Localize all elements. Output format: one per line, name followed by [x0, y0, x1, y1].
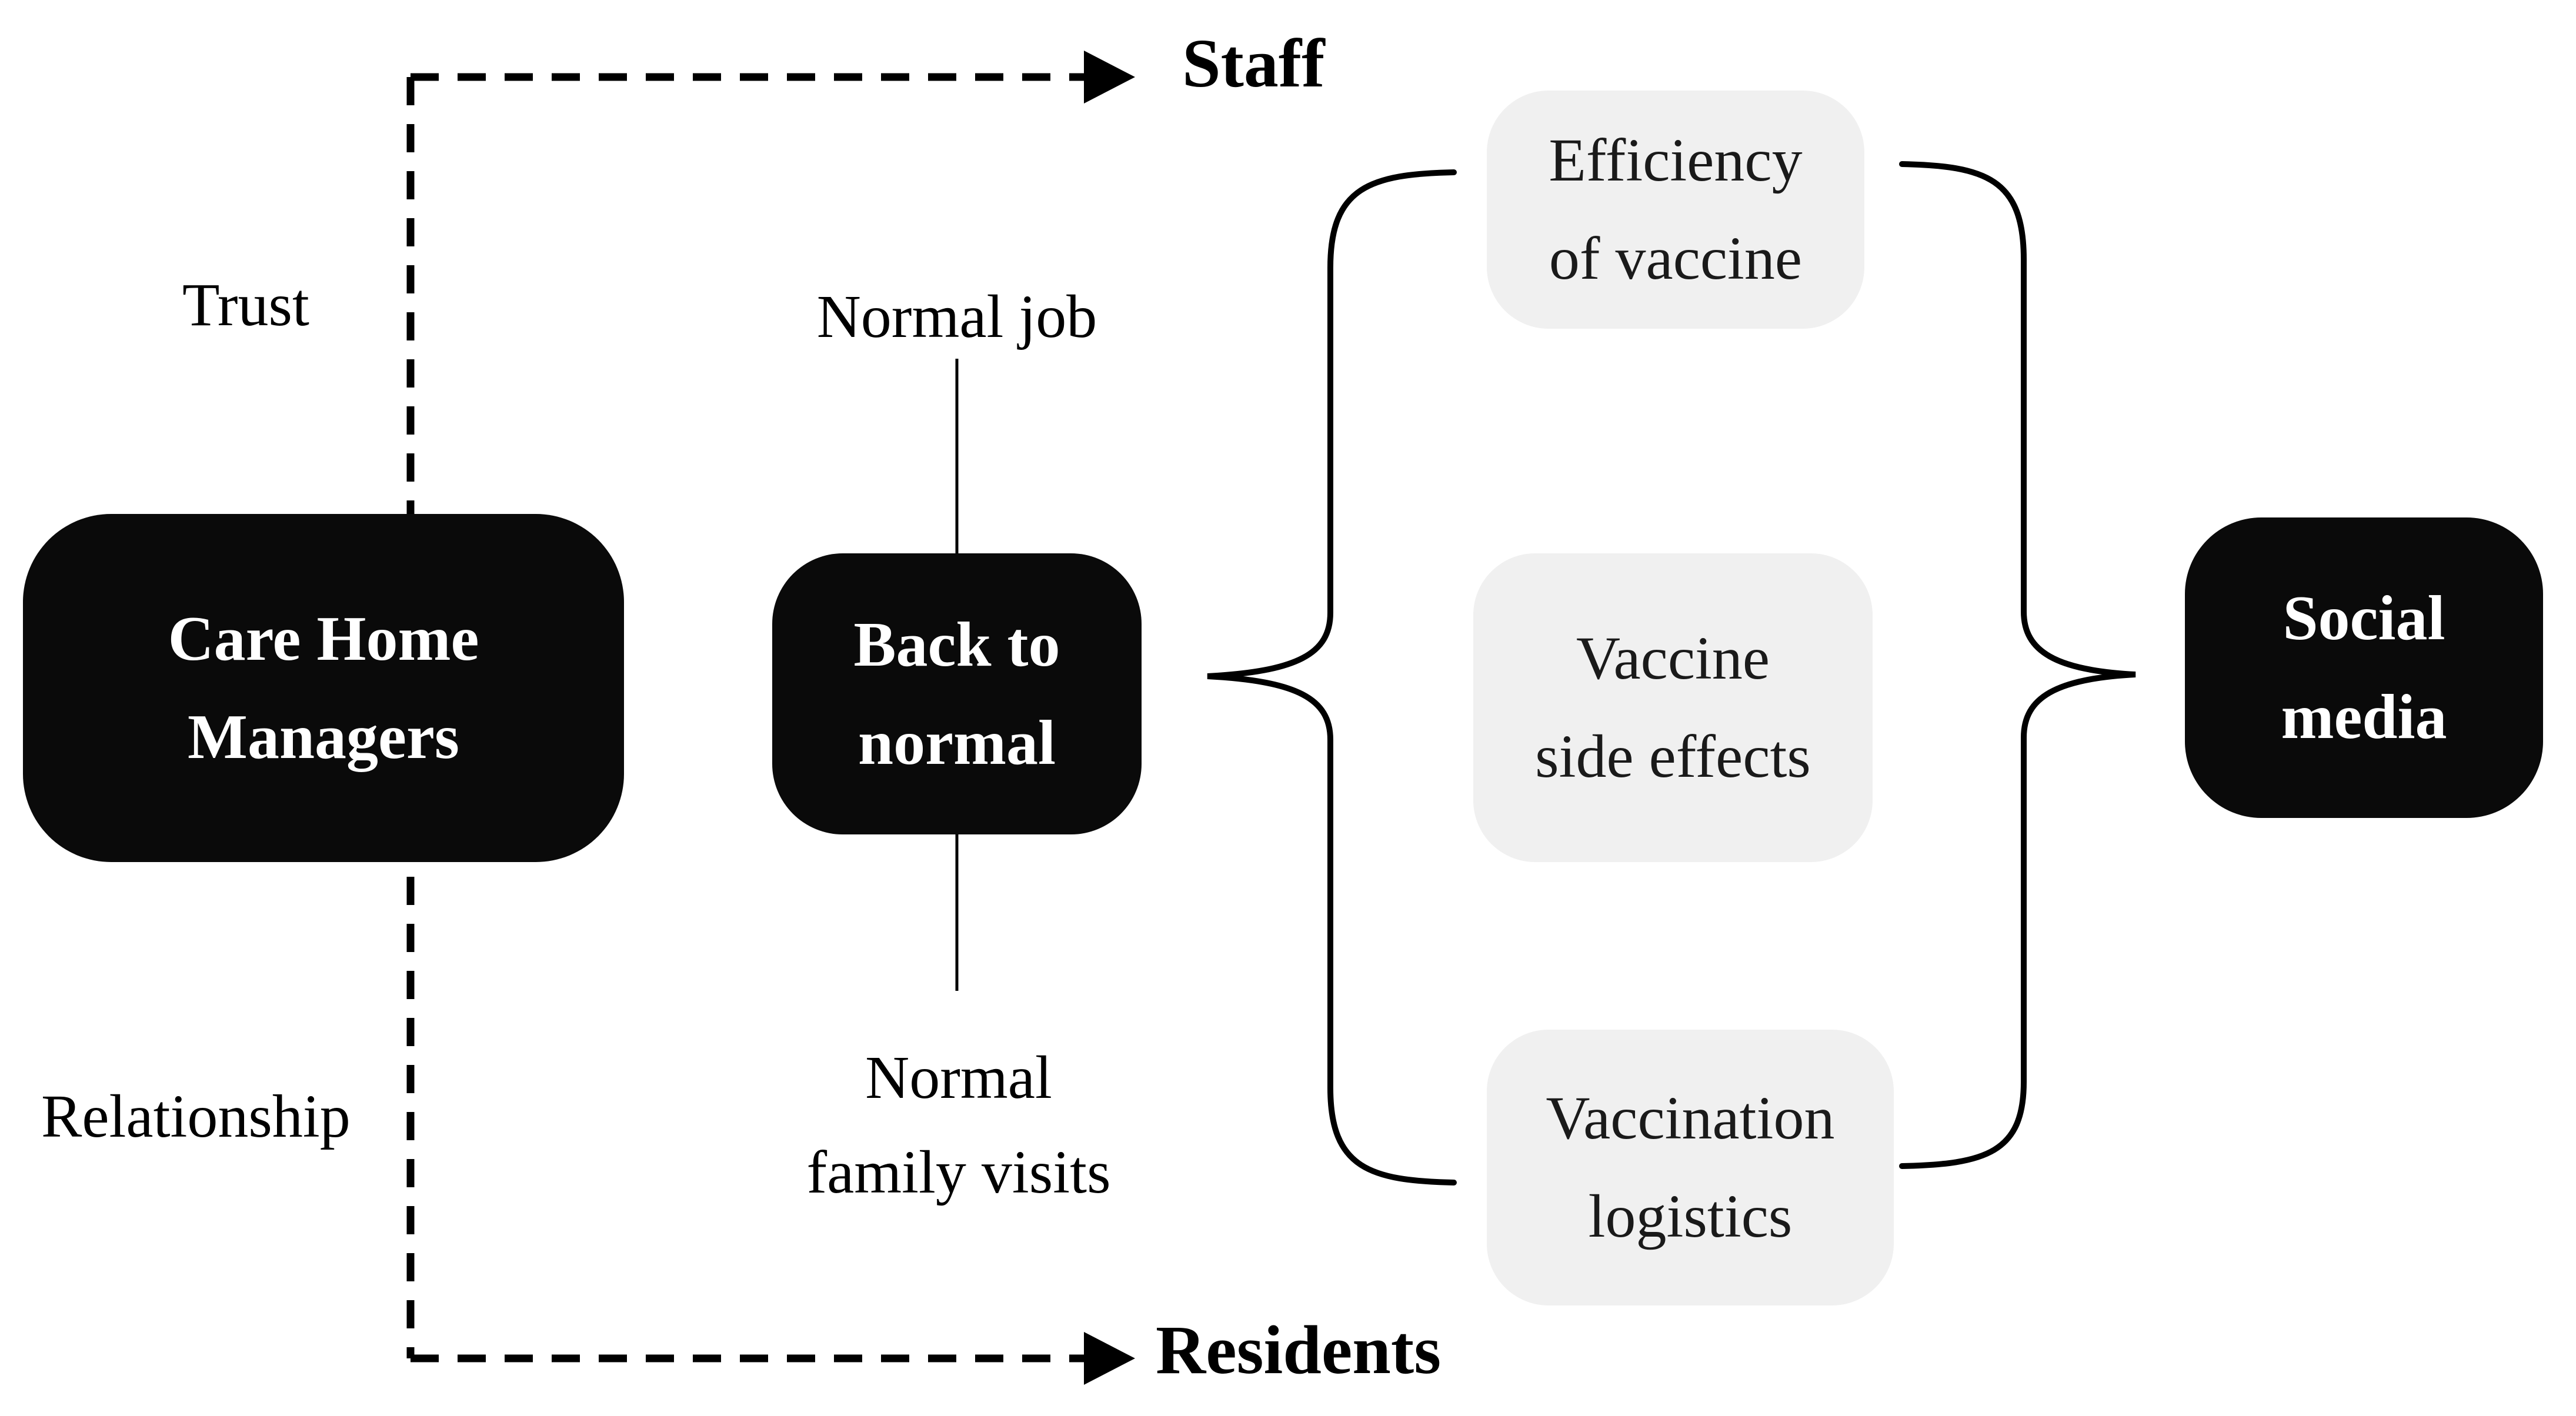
node-back-to-normal-line2: normal [858, 708, 1056, 778]
arrowhead-residents-icon [1084, 1332, 1135, 1385]
label-residents: Residents [1156, 1311, 1442, 1388]
node-logistics-line1: Vaccination [1546, 1084, 1835, 1153]
label-normal-family-visits-line2: family visits [806, 1138, 1111, 1207]
arrowhead-staff-icon [1084, 51, 1135, 103]
node-social-media-line1: Social [2283, 583, 2445, 654]
node-back-to-normal: Back to normal [772, 553, 1142, 834]
node-vaccine-side-effects: Vaccine side effects [1473, 553, 1873, 862]
node-care-home-managers-line1: Care Home [168, 603, 479, 674]
node-social-media: Social media [2185, 517, 2543, 818]
node-logistics-line2: logistics [1588, 1182, 1793, 1250]
node-care-home-managers: Care Home Managers [23, 514, 624, 862]
node-efficiency-line2: of vaccine [1549, 224, 1803, 292]
node-care-home-managers-line2: Managers [188, 702, 459, 772]
label-trust: Trust [182, 271, 309, 339]
node-social-media-line2: media [2281, 682, 2447, 752]
node-vaccination-logistics: Vaccination logistics [1487, 1030, 1894, 1305]
label-staff: Staff [1182, 25, 1325, 102]
node-efficiency-line1: Efficiency [1549, 126, 1803, 195]
node-back-to-normal-line1: Back to [853, 609, 1060, 680]
right-curly-brace [1899, 161, 2136, 1169]
node-side-effects-line1: Vaccine [1576, 624, 1770, 693]
label-normal-family-visits: Normal family visits [729, 1030, 1188, 1220]
node-side-effects-line2: side effects [1535, 722, 1811, 790]
node-efficiency-of-vaccine: Efficiency of vaccine [1487, 91, 1864, 329]
left-curly-brace [1207, 169, 1457, 1185]
label-normal-family-visits-line1: Normal [865, 1044, 1052, 1111]
label-relationship: Relationship [41, 1083, 351, 1150]
label-normal-job: Normal job [816, 283, 1097, 350]
